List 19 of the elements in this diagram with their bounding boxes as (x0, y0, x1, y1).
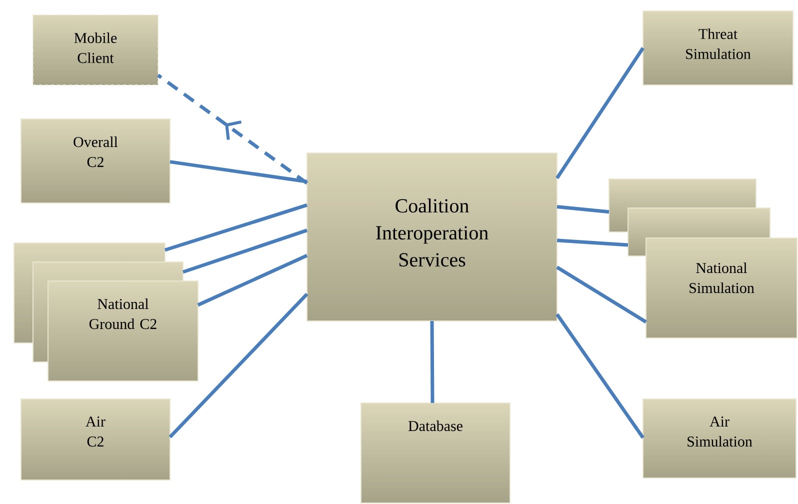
system-box: Database (360, 402, 510, 504)
system-box: National Ground C2 (48, 280, 198, 382)
connector-line (164, 203, 308, 252)
connector-line (556, 313, 644, 439)
connector-line (556, 47, 644, 180)
connector-line (197, 254, 308, 307)
service-box: Coalition Interoperation Services (306, 152, 558, 322)
connector-line (556, 266, 647, 324)
connector-line (170, 160, 308, 184)
system-box: Threat Simulation (642, 10, 794, 86)
system-box: Air Simulation (642, 398, 796, 478)
system-box: Overall C2 (20, 118, 170, 204)
connector-line (556, 205, 610, 214)
connector-line (556, 238, 628, 247)
system-box: Air C2 (20, 398, 170, 480)
connector-line (168, 292, 308, 438)
connector-line (182, 228, 308, 274)
connector-line (430, 320, 434, 404)
system-box: Mobile Client (32, 14, 158, 86)
